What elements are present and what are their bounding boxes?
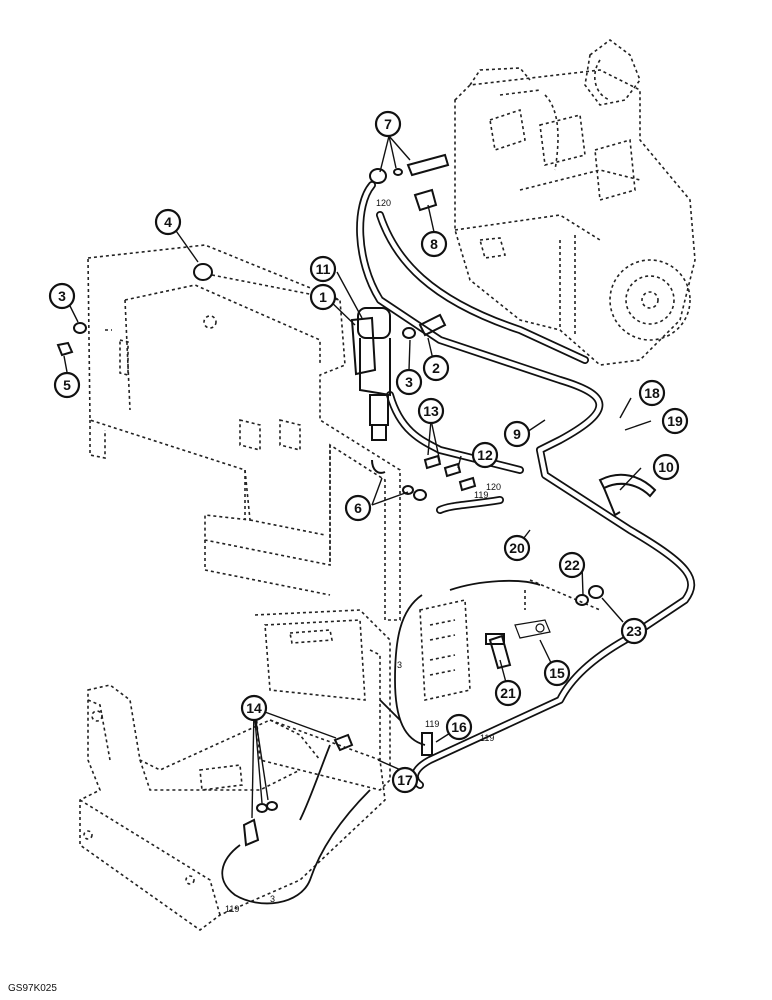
callout-4: 4 — [154, 208, 182, 236]
electrical-panel — [419, 579, 601, 701]
frame-lower-outline — [79, 609, 391, 931]
wire-label-120: 120 — [486, 482, 501, 492]
svg-text:6: 6 — [354, 500, 362, 516]
callout-3: 3 — [395, 368, 423, 396]
callout-3: 3 — [48, 282, 76, 310]
callout-8: 8 — [420, 230, 448, 258]
callout-2: 2 — [422, 354, 450, 382]
svg-text:19: 19 — [667, 413, 683, 429]
svg-text:4: 4 — [164, 214, 172, 230]
wire-label-119: 119 — [225, 904, 239, 914]
callout-16: 16 — [445, 713, 473, 741]
svg-text:3: 3 — [58, 288, 66, 304]
svg-text:18: 18 — [644, 385, 660, 401]
svg-text:5: 5 — [63, 377, 71, 393]
wire-labels: 120 120 119 119 119 119 3 3 — [225, 198, 501, 914]
engine-outline — [454, 39, 696, 366]
svg-text:21: 21 — [500, 685, 516, 701]
svg-text:10: 10 — [658, 459, 674, 475]
svg-text:7: 7 — [384, 116, 392, 132]
callout-23: 23 — [620, 617, 648, 645]
figure-code: GS97K025 — [8, 983, 57, 994]
svg-text:9: 9 — [513, 426, 521, 442]
callout-7: 7 — [374, 110, 402, 138]
callout-11: 11 — [309, 255, 337, 283]
callout-5: 5 — [53, 371, 81, 399]
callout-21: 21 — [494, 679, 522, 707]
svg-text:11: 11 — [316, 261, 331, 277]
wire-label-3: 3 — [397, 660, 402, 670]
part-hose-clamp-10 — [598, 473, 657, 517]
callout-12: 12 — [471, 441, 499, 469]
callout-22: 22 — [558, 551, 586, 579]
wire-label-120: 120 — [376, 198, 391, 208]
callout-1: 1 — [309, 283, 337, 311]
wire-label-3: 3 — [270, 894, 275, 904]
callout-13: 13 — [417, 397, 445, 425]
part-sensor-11 — [350, 307, 391, 441]
callout-20: 20 — [503, 534, 531, 562]
callout-14: 14 — [240, 694, 268, 722]
callout-9: 9 — [503, 420, 531, 448]
frame-upper-outline — [87, 244, 401, 621]
callout-6: 6 — [344, 494, 372, 522]
svg-text:2: 2 — [432, 360, 440, 376]
svg-text:23: 23 — [626, 623, 642, 639]
svg-text:22: 22 — [564, 557, 580, 573]
svg-text:13: 13 — [423, 403, 439, 419]
wire-label-119: 119 — [480, 733, 494, 743]
callout-10: 10 — [652, 453, 680, 481]
svg-text:14: 14 — [246, 700, 262, 716]
callout-15: 15 — [543, 659, 571, 687]
svg-text:1: 1 — [319, 289, 327, 305]
svg-text:8: 8 — [430, 236, 438, 252]
wire-label-119: 119 — [474, 490, 488, 500]
svg-text:3: 3 — [405, 374, 413, 390]
svg-text:15: 15 — [549, 665, 565, 681]
part-washers — [56, 153, 604, 847]
callout-18: 18 — [638, 379, 666, 407]
svg-text:16: 16 — [451, 719, 467, 735]
svg-text:12: 12 — [477, 447, 493, 463]
svg-text:17: 17 — [397, 772, 413, 788]
coolant-hoses — [356, 181, 696, 789]
svg-text:20: 20 — [509, 540, 525, 556]
callout-19: 19 — [661, 407, 689, 435]
wiring-harness — [221, 579, 541, 905]
callout-17: 17 — [391, 766, 419, 794]
wire-label-119: 119 — [425, 719, 439, 729]
